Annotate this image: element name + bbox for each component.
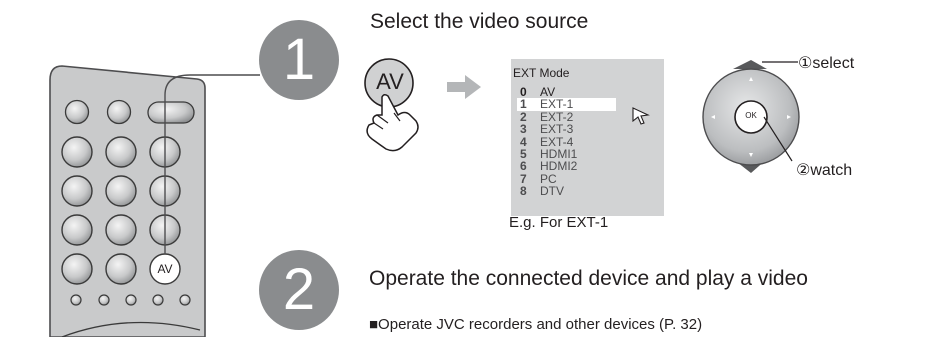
step-2-note: ■Operate JVC recorders and other devices… (369, 316, 703, 333)
remote-button (125, 294, 137, 306)
menu-title: EXT Mode (513, 66, 570, 80)
remote-button (98, 294, 110, 306)
menu-item-dtv[interactable]: 8 DTV (517, 185, 657, 197)
menu-item-label: DTV (540, 184, 564, 199)
menu-item-label: PC (540, 171, 557, 186)
remote-button (105, 136, 137, 168)
av-button-hand-illustration (364, 58, 419, 152)
remote-button (105, 214, 137, 246)
menu-item-number: 1 (520, 97, 527, 112)
step-2-number: 2 (259, 250, 339, 330)
dpad-up-arrow (733, 60, 767, 69)
step-2-title: Operate the connected device and play a … (369, 267, 808, 290)
dpad-illustration (702, 60, 800, 173)
ext-mode-menu: EXT Mode 0 AV 1 EXT-1 2 EXT-2 3 EXT-3 4 … (511, 59, 664, 216)
remote-button (61, 175, 93, 207)
menu-item-number: 8 (520, 184, 527, 199)
menu-item-number: 6 (520, 159, 527, 174)
menu-item-label: HDMI1 (540, 146, 578, 161)
ok-button-label: OK (745, 111, 757, 120)
watch-callout: ②watch (796, 162, 853, 179)
menu-item-label: EXT-1 (540, 97, 574, 112)
menu-item-number: 0 (520, 85, 527, 99)
remote-button (70, 294, 82, 306)
menu-list: 0 AV 1 EXT-1 2 EXT-2 3 EXT-3 4 EXT-4 5 H… (517, 86, 657, 198)
remote-button (179, 294, 191, 306)
av-button-label: AV (376, 69, 404, 94)
hand-icon (366, 93, 419, 152)
remote-button (106, 99, 132, 125)
remote-button (61, 214, 93, 246)
remote-av-label: AV (157, 262, 173, 276)
pointer-cursor-icon (632, 107, 650, 125)
step-1-title: Select the video source (370, 10, 589, 33)
menu-item-pc[interactable]: 7 PC (517, 173, 657, 185)
menu-item-number: 5 (520, 146, 527, 161)
menu-item-ext-3[interactable]: 3 EXT-3 (517, 123, 657, 135)
menu-item-number: 2 (520, 109, 527, 124)
remote-button (61, 253, 93, 285)
menu-caption: E.g. For EXT-1 (509, 214, 609, 231)
menu-item-hdmi2[interactable]: 6 HDMI2 (517, 160, 657, 172)
remote-button (61, 136, 93, 168)
remote-illustration (49, 65, 260, 337)
remote-button (64, 99, 90, 125)
menu-item-label: AV (540, 85, 556, 99)
menu-item-number: 4 (520, 134, 527, 149)
remote-button (147, 101, 195, 124)
remote-button (105, 253, 137, 285)
step-1-number: 1 (259, 20, 339, 100)
menu-item-label: EXT-2 (540, 109, 574, 124)
menu-item-label: HDMI2 (540, 159, 578, 174)
callout-lines (762, 61, 798, 162)
menu-item-number: 3 (520, 122, 527, 137)
menu-item-label: EXT-3 (540, 122, 574, 137)
select-callout: ①select (798, 55, 855, 72)
remote-button (152, 294, 164, 306)
step-1-number-text: 1 (282, 27, 316, 92)
arrow-right-icon (447, 75, 481, 99)
menu-item-number: 7 (520, 171, 527, 186)
menu-item-hdmi1[interactable]: 5 HDMI1 (517, 148, 657, 160)
step-2-number-text: 2 (282, 257, 316, 322)
menu-item-ext-2[interactable]: 2 EXT-2 (517, 111, 657, 123)
menu-item-ext-4[interactable]: 4 EXT-4 (517, 136, 657, 148)
menu-item-av[interactable]: 0 AV (517, 86, 657, 98)
menu-item-ext-1[interactable]: 1 EXT-1 (517, 97, 616, 112)
ok-button (734, 100, 768, 134)
menu-item-label: EXT-4 (540, 134, 574, 149)
leader-line (164, 74, 260, 254)
remote-button (105, 175, 137, 207)
